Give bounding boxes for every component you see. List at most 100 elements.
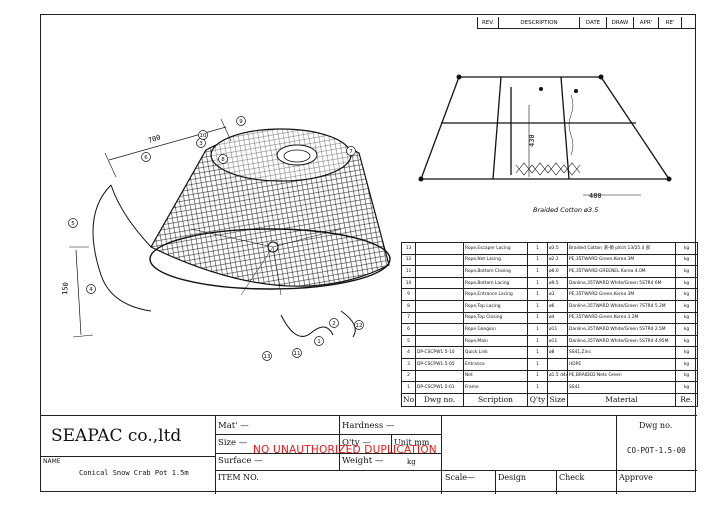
title-block: SEAPAC co.,ltd NAME Conical Snow Crab Po… [41, 415, 697, 494]
parts-cell-size: ø2.2 [547, 253, 568, 267]
parts-cell-no: 13 [401, 242, 416, 255]
parts-cell-dwg [415, 242, 464, 255]
weight-field: Weight — [342, 456, 384, 466]
parts-cell-no: 3 [401, 357, 416, 371]
parts-cell-no: 5 [401, 334, 416, 348]
parts-cell-material: PE,BRAIDED Nets Green [567, 369, 676, 383]
parts-cell-no: 11 [401, 265, 416, 278]
parts-cell-no: 10 [401, 276, 416, 290]
re-label: RE' [659, 17, 682, 28]
callout-10: 10 [200, 133, 207, 139]
parts-cell-qty: 1 [527, 288, 548, 301]
parts-cell-qty: 1 [527, 265, 548, 278]
description-label: DESCRIPTION [499, 17, 580, 28]
draw-label: DRAW [607, 17, 634, 28]
date-label: DATE [580, 17, 607, 28]
parts-cell-re: kg [675, 253, 698, 267]
parts-cell-re: kg [675, 346, 698, 359]
parts-cell-dwg [415, 288, 464, 301]
parts-cell-size: ø9.5 [547, 276, 568, 290]
hardness-field: Hardness — [342, 421, 395, 431]
drawing-name: Conical Snow Crab Pot 1.5m [79, 469, 189, 477]
kg-unit: kg [407, 458, 416, 466]
parts-cell-re: kg [675, 288, 698, 301]
header-qty: Q'ty [527, 392, 548, 407]
surface-field: Surface — [218, 456, 263, 466]
parts-cell-no: 12 [401, 253, 416, 267]
parts-cell-material: PE,35TWARD Green,Korea 3M [567, 288, 676, 301]
scale-field: Scale— [445, 473, 476, 482]
parts-cell-material: SS41,Zinc [567, 346, 676, 359]
parts-cell-material: PE,35TWARD GREENEL Korea 4.0M [567, 265, 676, 278]
parts-cell-size: ø11 [547, 323, 568, 336]
parts-cell-material: Danline,35TWARD White/Green 5STR4 4.95M [567, 334, 676, 348]
parts-cell-size: ø6 [547, 299, 568, 313]
header-size: Size [547, 392, 568, 407]
parts-cell-material: Danline,35TWARD White/Green 5STR4 2.5M [567, 323, 676, 336]
parts-cell-qty: 1 [527, 346, 548, 359]
parts-cell-material: Braided Cotton 道-頓 pitch 13/25.4 部 [567, 242, 676, 255]
parts-cell-no: 9 [401, 288, 416, 301]
parts-cell-desc: Net [463, 369, 528, 383]
name-label: NAME [43, 458, 61, 465]
parts-cell-re: kg [675, 242, 698, 255]
parts-cell-qty: 1 [527, 381, 548, 394]
parts-cell-re: kg [675, 323, 698, 336]
parts-cell-dwg [415, 265, 464, 278]
revision-header: REV. DESCRIPTION DATE DRAW APR' RE' [477, 17, 696, 29]
parts-cell-material: HDPE [567, 357, 676, 371]
material-field: Mat' — [218, 421, 249, 431]
parts-cell-qty: 1 [527, 311, 548, 325]
parts-cell-qty: 1 [527, 369, 548, 383]
parts-cell-desc: Frame [463, 381, 528, 394]
parts-cell-no: 7 [401, 311, 416, 325]
dwg-no-label: Dwg no. [639, 421, 673, 430]
callout-3: 3 [199, 141, 203, 147]
parts-cell-material: PE,35TWARD Green,Korea 3.2M [567, 311, 676, 325]
size-field: Size — [218, 438, 248, 448]
dim-vertical: 430 [528, 134, 536, 147]
parts-cell-dwg [415, 253, 464, 267]
parts-header-row: No Dwg no. Scription Q'ty Size Material … [401, 392, 698, 407]
pot-isometric-drawing: 700 150 3 6 8 10 9 7 5 4 1 11 2 12 [61, 116, 391, 361]
parts-cell-re: kg [675, 299, 698, 313]
parts-cell-size: ø3 [547, 288, 568, 301]
parts-cell-size: ø11 [547, 334, 568, 348]
callout-2: 2 [332, 321, 336, 327]
callout-6: 6 [144, 155, 148, 161]
parts-cell-re: kg [675, 381, 698, 394]
dwg-no-value: CO-POT-1.5-00 [627, 446, 686, 455]
watermark-text: NO UNAUTHORIZED DUPLICATION [253, 444, 437, 456]
parts-cell-dwg: DP-CSCPW1.5-01 [415, 381, 464, 394]
callout-5: 5 [71, 221, 75, 227]
parts-cell-qty: 1 [527, 253, 548, 267]
dim-left-height: 150 [61, 282, 70, 295]
parts-cell-re: kg [675, 334, 698, 348]
parts-cell-material: Danline,35TWARD White/Green 5STR4 6M [567, 276, 676, 290]
callout-9: 9 [239, 119, 243, 125]
parts-cell-desc: Quick Link [463, 346, 528, 359]
header-description: Scription [463, 392, 528, 407]
parts-cell-desc: Rope Gangion [463, 323, 528, 336]
parts-cell-desc: Rope,Top Closing [463, 311, 528, 325]
header-dwg: Dwg no. [415, 392, 464, 407]
callout-13: 13 [264, 354, 271, 360]
parts-cell-no: 6 [401, 323, 416, 336]
parts-cell-size: ø6.0 [547, 265, 568, 278]
callout-11: 11 [294, 351, 301, 357]
parts-cell-re: kg [675, 276, 698, 290]
parts-cell-dwg [415, 369, 464, 383]
qty-field: Q'ty — [342, 438, 371, 448]
callout-8: 8 [221, 157, 225, 163]
callout-7: 7 [349, 149, 353, 155]
parts-cell-dwg [415, 299, 464, 313]
